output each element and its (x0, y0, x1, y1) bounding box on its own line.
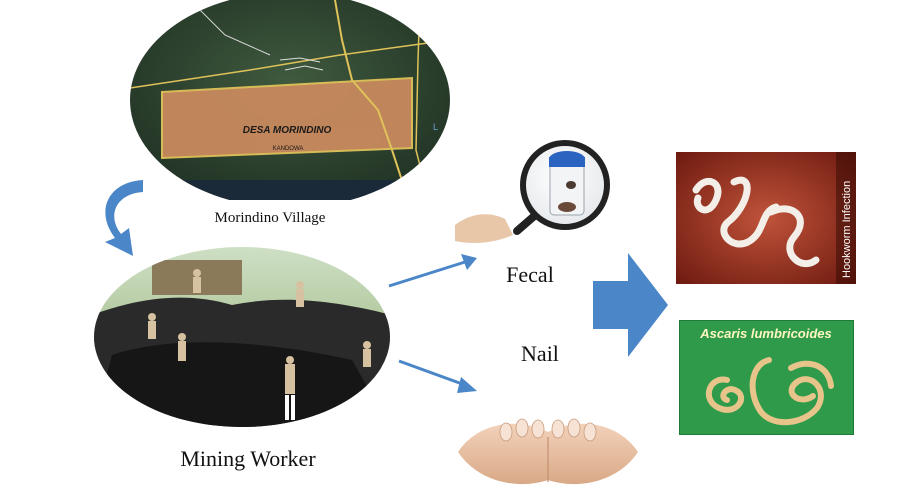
village-map: DESA MORINDINO KANDOWA L (130, 0, 450, 205)
ascaris-label: Ascaris lumbricoides (699, 326, 832, 341)
arrow-to-fecal (385, 250, 485, 295)
village-caption: Morindino Village (170, 200, 370, 236)
map-sub-label: KANDOWA (273, 146, 304, 152)
map-village-label: DESA MORINDINO (243, 125, 332, 136)
map-corner-label: L (433, 122, 438, 132)
mining-workers-photo (92, 245, 392, 430)
ascaris-photo: Ascaris lumbricoides (679, 320, 854, 435)
hookworm-label: Hookworm Infection (841, 181, 853, 278)
block-right-arrow-icon (593, 253, 668, 358)
workers-caption: Mining Worker (168, 446, 328, 472)
hookworm-photo: Hookworm Infection (676, 152, 856, 284)
nail-caption: Nail (500, 341, 580, 367)
open-hands-icon (448, 392, 648, 492)
fecal-caption: Fecal (490, 262, 570, 288)
magnifier-with-sample-jar-icon (455, 135, 625, 250)
